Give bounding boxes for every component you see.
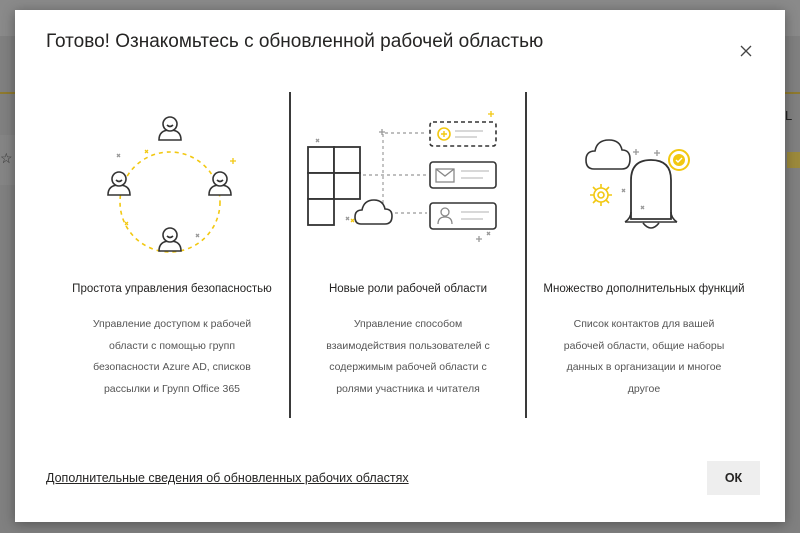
divider (525, 92, 527, 418)
background-right-text: L (785, 108, 793, 123)
star-icon: ☆ (0, 150, 13, 166)
learn-more-link[interactable]: Дополнительные сведения об обновленных р… (46, 471, 409, 485)
divider (289, 92, 291, 418)
close-button[interactable] (735, 40, 757, 62)
ok-button[interactable]: ОК (707, 461, 760, 495)
feature-more: Множество дополнительных функций Список … (527, 92, 761, 418)
feature-title: Множество дополнительных функций (543, 283, 745, 295)
close-icon (740, 45, 752, 57)
workspace-roles-icon (307, 111, 497, 242)
feature-roles: Новые роли рабочей области Управление сп… (291, 92, 525, 418)
features-bell-icon (585, 139, 690, 229)
feature-description: Список контактов для вашей рабочей облас… (563, 318, 725, 395)
feature-title: Новые роли рабочей области (328, 283, 488, 295)
feature-description: Управление способом взаимодействия польз… (326, 318, 490, 395)
feature-security: Простота управления безопасностью Управл… (55, 92, 289, 418)
feature-title: Простота управления безопасностью (72, 283, 272, 295)
feature-description: Управление доступом к рабочей области с … (92, 318, 252, 395)
background-badge (787, 152, 800, 168)
people-circle-icon (107, 116, 236, 253)
whats-new-dialog: Готово! Ознакомьтесь с обновленной рабоч… (15, 10, 785, 522)
dialog-title: Готово! Ознакомьтесь с обновленной рабоч… (46, 31, 544, 52)
background-side-panel (0, 135, 15, 185)
